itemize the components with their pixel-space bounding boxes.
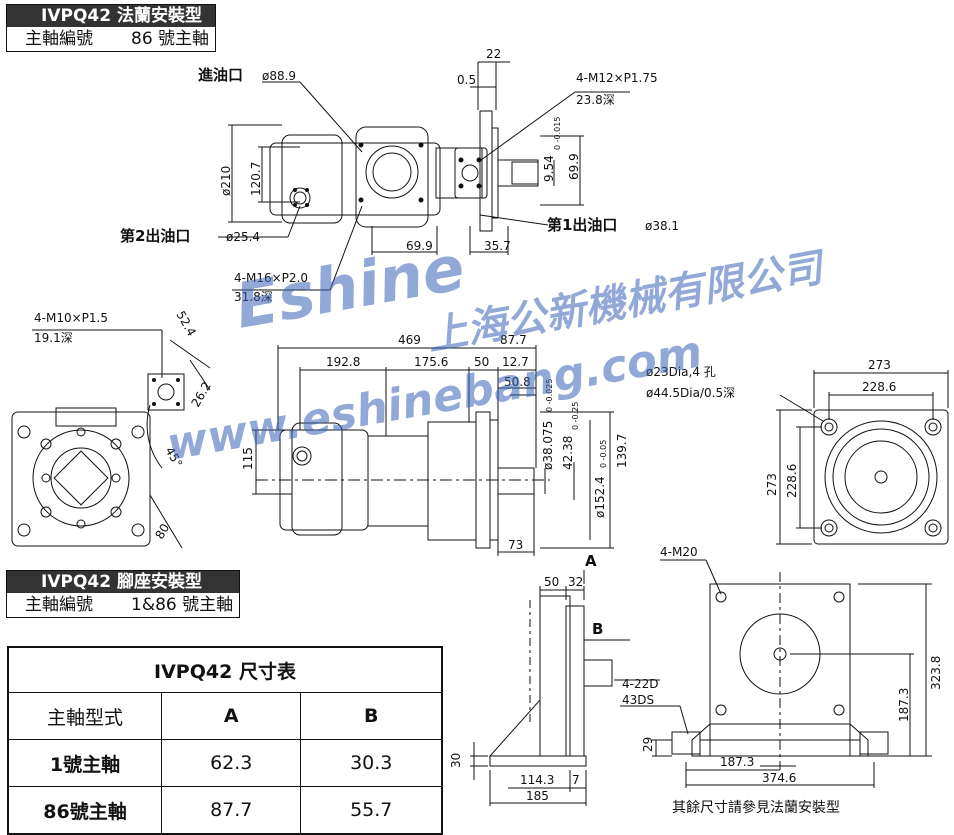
dim-26-2: 26.2 [188,379,213,409]
foot-dim-32: 32 [568,575,583,589]
foot-mount-title: IVPQ42 腳座安裝型 [7,571,240,593]
table-header: 主軸型式 [7,692,162,740]
table-header: A [160,692,302,740]
slot-22d: 4-22D [622,677,658,691]
dim-38-075: ø38.075 [541,421,555,470]
table-cell: 1號主軸 [7,739,162,787]
dim-52-4: 52.4 [173,309,198,339]
outlet1-label: 第1出油口 [547,216,617,234]
dim-273-left: 273 [765,473,779,496]
table-cell: 87.7 [160,786,302,835]
thread-m10: 4-M10×P1.5 [34,311,108,325]
flange-mount-title: IVPQ42 法蘭安裝型 [7,5,216,27]
dimension-table: IVPQ42 尺寸表 主軸型式 A B 1號主軸 62.3 30.3 86號主軸… [7,646,443,835]
tol-38-075: 0 -0.025 [545,379,554,412]
dim-12-7: 12.7 [502,355,529,369]
thread-m12: 4-M12×P1.75 [576,71,658,85]
dim-228-6-left: 228.6 [785,464,799,498]
dim-50: 50 [474,355,489,369]
front-dim-374-6: 374.6 [762,771,796,785]
tol-9-54: 0 -0.015 [553,117,562,150]
foot-dim-50: 50 [544,575,559,589]
dim-87-7: 87.7 [500,333,527,347]
depth-19-1: 19.1深 [34,331,73,345]
thread-m20: 4-M20 [660,545,698,559]
dim-0-5: 0.5 [457,73,476,87]
foot-dim-30: 30 [449,753,463,768]
hole-23dia: ø23Dia,4 孔 [646,365,716,379]
dim-175-6: 175.6 [414,355,448,369]
table-cell: 55.7 [300,786,443,835]
table-cell: 86號主軸 [7,786,162,835]
inlet-label: 進油口 [198,66,243,84]
dim-22: 22 [486,47,501,61]
dim-139-7: 139.7 [615,434,629,468]
foot-dim-7: 7 [572,773,580,787]
dim-69-9-right: 69.9 [567,153,581,180]
end-view [813,409,949,545]
left-face-view [11,407,151,547]
tol-152-4: 0 -0.05 [599,440,608,468]
top-view-pump [269,110,539,232]
depth-23-8: 23.8深 [576,93,615,107]
dim-50-8: 50.8 [504,375,531,389]
table-cell: 30.3 [300,739,443,787]
dim-115: 115 [241,447,255,470]
hole-44-5dia: ø44.5Dia/0.5深 [646,386,735,400]
dim-273-top: 273 [868,358,891,372]
foot-side-view [488,595,613,767]
table-header: B [300,692,443,740]
dim-228-6-top: 228.6 [862,380,896,394]
dim-9-54: 9.54 [542,155,556,182]
label-A: A [585,552,597,570]
front-dim-187-3-bottom: 187.3 [720,755,754,769]
dim-69-9-bottom: 69.9 [406,239,433,253]
dim-192-8: 192.8 [326,355,360,369]
tol-42-38: 0 -0.25 [571,402,580,430]
foot-dim-185: 185 [526,789,549,803]
dim-35-7: 35.7 [484,239,511,253]
table-header-row: 主軸型式 A B [7,692,443,740]
inlet-dia: ø88.9 [262,69,296,83]
port-detail [147,373,185,411]
dim-120-7: 120.7 [249,162,263,196]
footnote: 其餘尺寸請參見法蘭安裝型 [672,800,840,816]
outlet1-dia: ø38.1 [645,219,679,233]
front-dim-187-3-right: 187.3 [897,688,911,722]
outlet2-dia: ø25.4 [226,230,260,244]
front-dim-29: 29 [641,737,655,752]
watermark: Eshine 上海公新機械有限公司 www.eshinebang.com [163,231,831,471]
dim-469: 469 [398,333,421,347]
thread-m16: 4-M16×P2.0 [234,271,308,285]
foot-dim-114-3: 114.3 [520,773,554,787]
dim-80: 80 [152,521,172,541]
table-row: 86號主軸 87.7 55.7 [7,786,443,835]
front-dim-323-8: 323.8 [929,656,943,690]
outlet2-label: 第2出油口 [120,227,190,245]
dim-210: ø210 [219,166,233,196]
dim-152-4: ø152.4 [593,476,607,518]
dim-42-38: 42.38 [561,436,575,470]
dim-73: 73 [508,538,523,552]
table-cell: 62.3 [160,739,302,787]
slot-43ds: 43DS [622,693,654,707]
depth-31-8: 31.8深 [234,290,273,304]
label-B: B [592,620,603,638]
table-row: 1號主軸 62.3 30.3 [7,739,443,787]
table-title: IVPQ42 尺寸表 [7,646,443,693]
